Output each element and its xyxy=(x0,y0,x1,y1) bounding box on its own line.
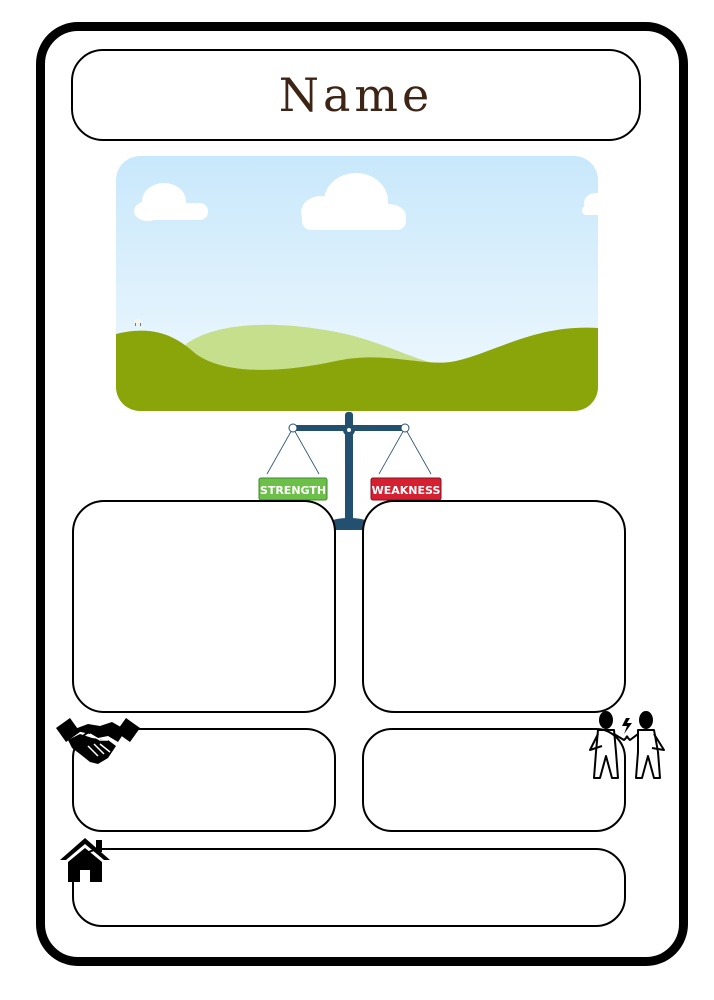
rivals-box[interactable] xyxy=(362,728,626,832)
weakness-label: WEAKNESS xyxy=(372,484,441,497)
landscape-picture xyxy=(116,156,598,411)
weakness-tag: WEAKNESS xyxy=(370,477,442,501)
home-box[interactable] xyxy=(72,848,626,927)
strength-box[interactable] xyxy=(72,500,336,713)
name-box[interactable]: Name xyxy=(71,49,641,141)
strength-label: STRENGTH xyxy=(260,484,326,497)
fighting-people-icon xyxy=(589,711,665,779)
weakness-box[interactable] xyxy=(362,500,626,713)
lightning-icon xyxy=(622,718,632,734)
sheep-icon xyxy=(134,319,142,326)
card-title: Name xyxy=(278,68,434,122)
strength-tag: STRENGTH xyxy=(258,477,328,501)
dark-hill xyxy=(116,327,598,411)
handshake-icon xyxy=(56,718,140,764)
cloud-left xyxy=(134,183,208,221)
cloud-right xyxy=(582,193,598,215)
cloud-center xyxy=(301,173,406,230)
allies-box[interactable] xyxy=(72,728,336,832)
house-icon xyxy=(60,838,110,882)
